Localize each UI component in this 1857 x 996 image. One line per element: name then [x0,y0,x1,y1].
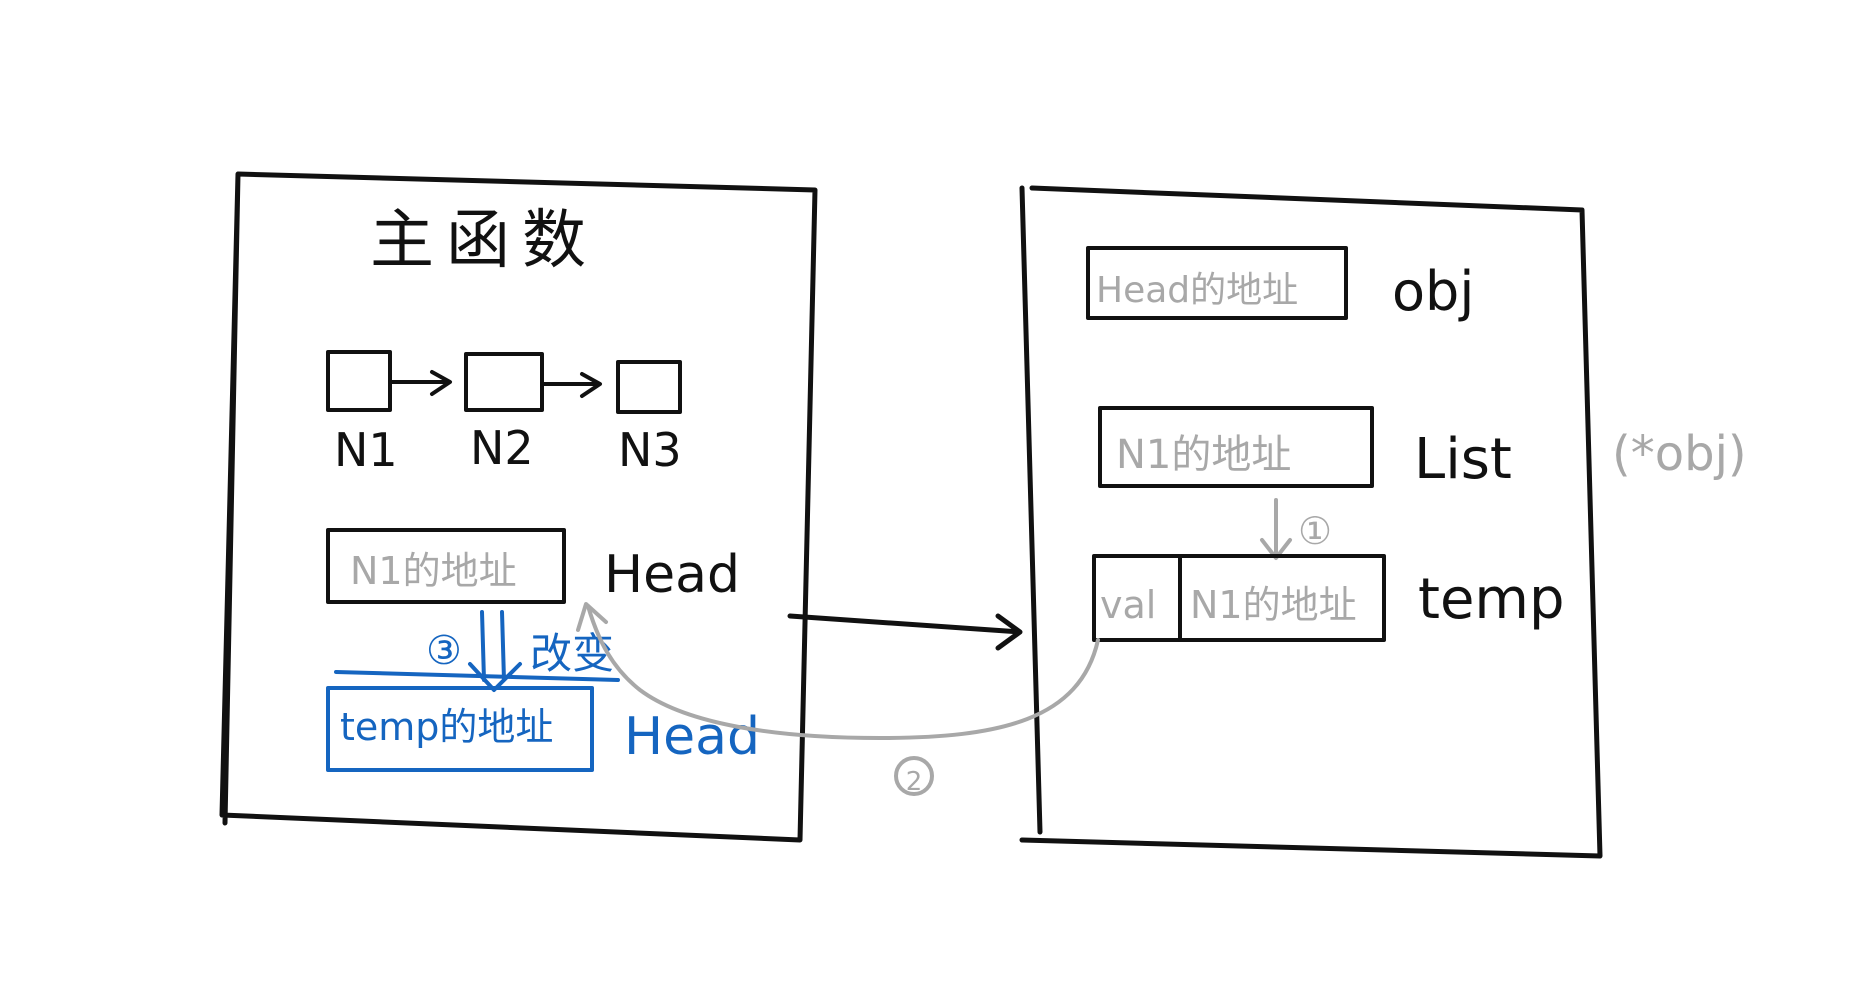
list-variable: N1的地址 List (*obj) [1098,406,1747,492]
list-label: List [1414,427,1512,492]
step2-curve-arrow [586,604,1100,740]
temp-label: temp [1418,567,1565,632]
list-cell-value: N1的地址 [1116,432,1291,478]
new-head-cell-box [326,686,594,772]
list-cell-box [1098,406,1374,488]
head-cell-value: N1的地址 [350,549,517,593]
head-variable: N1的地址 Head [326,528,740,605]
function-frame-border [1019,185,1603,859]
step2-circle [894,756,934,796]
arrow-n1-n2 [388,370,452,396]
step3-marker: ③ [426,628,462,674]
node-box-n2 [464,352,544,412]
function-frame [1019,185,1603,859]
node-label-n2: N2 [470,421,534,475]
head-cell-box [326,528,566,604]
temp-val-cell: val [1100,583,1156,627]
node-box-n3 [616,360,682,414]
temp-next-cell: N1的地址 [1190,583,1357,627]
arrow-n2-n3 [540,372,602,398]
list-note: (*obj) [1612,426,1747,482]
main-frame-title: 主函数 [370,204,598,278]
step1-arrow [1260,498,1292,560]
obj-cell-value: Head的地址 [1096,270,1298,311]
step1: ① [1260,498,1332,560]
call-arrow [787,613,1023,651]
new-head-cell-value: temp的地址 [340,705,553,749]
step2-marker: 2 [906,767,923,797]
node-box-n1 [326,350,392,412]
node-label-n1: N1 [334,423,398,477]
step2: 2 [576,602,1100,797]
node-label-n3: N3 [618,423,682,477]
temp-next-box [1178,554,1386,642]
head-label: Head [604,545,740,605]
change-label: 改变 [530,629,614,678]
new-head-variable: temp的地址 Head [326,670,760,772]
obj-cell-box [1086,246,1348,320]
step1-marker: ① [1298,509,1332,553]
obj-variable: Head的地址 obj [1086,246,1474,323]
obj-label: obj [1392,260,1474,323]
linked-list: N1 N2 N3 [326,350,682,477]
main-frame-border [219,171,818,843]
main-function-frame [219,171,818,843]
step2-arrowhead [576,602,608,632]
temp-variable: val N1的地址 temp [1092,554,1565,642]
new-head-underline-top [334,670,620,682]
